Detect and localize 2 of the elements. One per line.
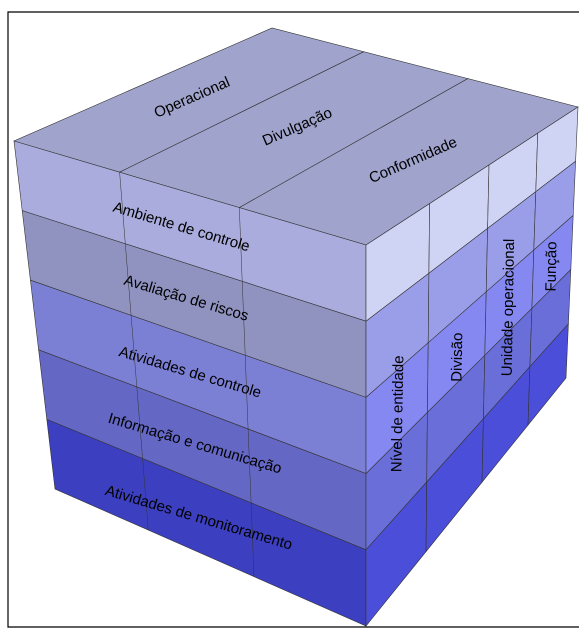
- node-label: Divisão: [450, 333, 462, 381]
- node-label: Nível de entidade: [390, 356, 404, 472]
